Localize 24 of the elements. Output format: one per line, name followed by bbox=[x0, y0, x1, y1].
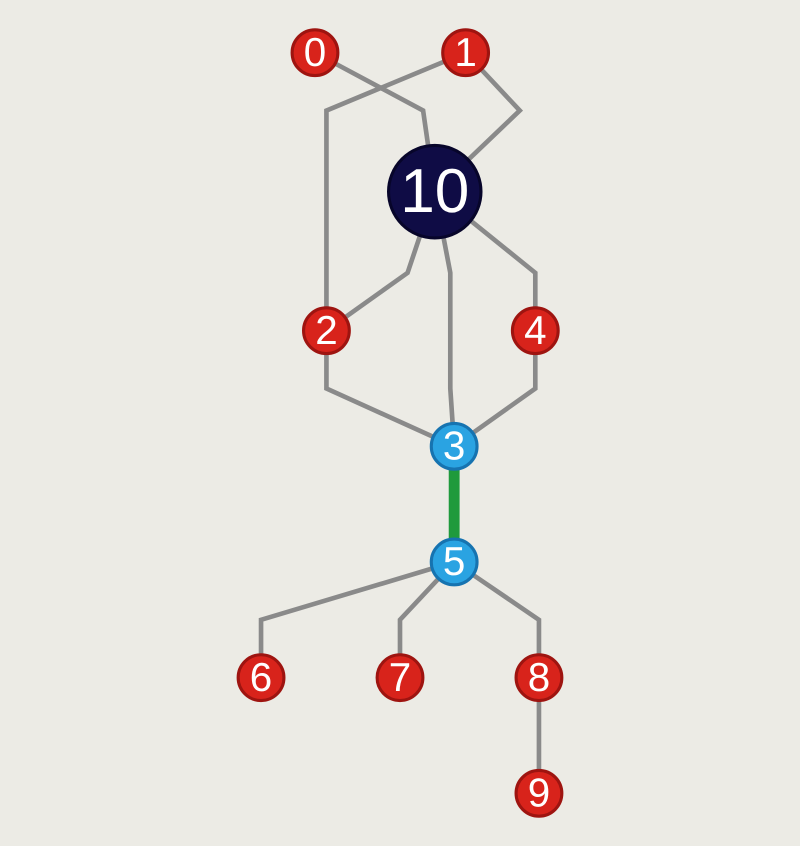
connector bbox=[536, 700, 542, 770]
connector bbox=[398, 577, 440, 655]
node-circle: 5 bbox=[430, 538, 479, 586]
connector bbox=[324, 59, 446, 308]
connector bbox=[334, 61, 430, 146]
connector bbox=[466, 68, 524, 162]
node-circle: 6 bbox=[236, 653, 286, 702]
connector bbox=[324, 354, 434, 439]
connector bbox=[469, 218, 538, 308]
node-circle: 10 bbox=[387, 144, 483, 240]
node-circle: 2 bbox=[302, 306, 351, 356]
node-circle: 7 bbox=[376, 653, 424, 702]
node-circle: 9 bbox=[514, 768, 564, 818]
node-circle: 3 bbox=[430, 422, 479, 471]
connector bbox=[441, 236, 455, 424]
node-circle: 4 bbox=[510, 306, 560, 356]
connector bbox=[448, 469, 460, 540]
connector bbox=[344, 234, 422, 320]
node-circle: 0 bbox=[290, 28, 340, 78]
connector bbox=[472, 572, 542, 655]
node-circle: 8 bbox=[514, 653, 564, 702]
connector bbox=[471, 354, 538, 435]
node-circle: 1 bbox=[441, 28, 490, 78]
connector bbox=[258, 566, 433, 655]
